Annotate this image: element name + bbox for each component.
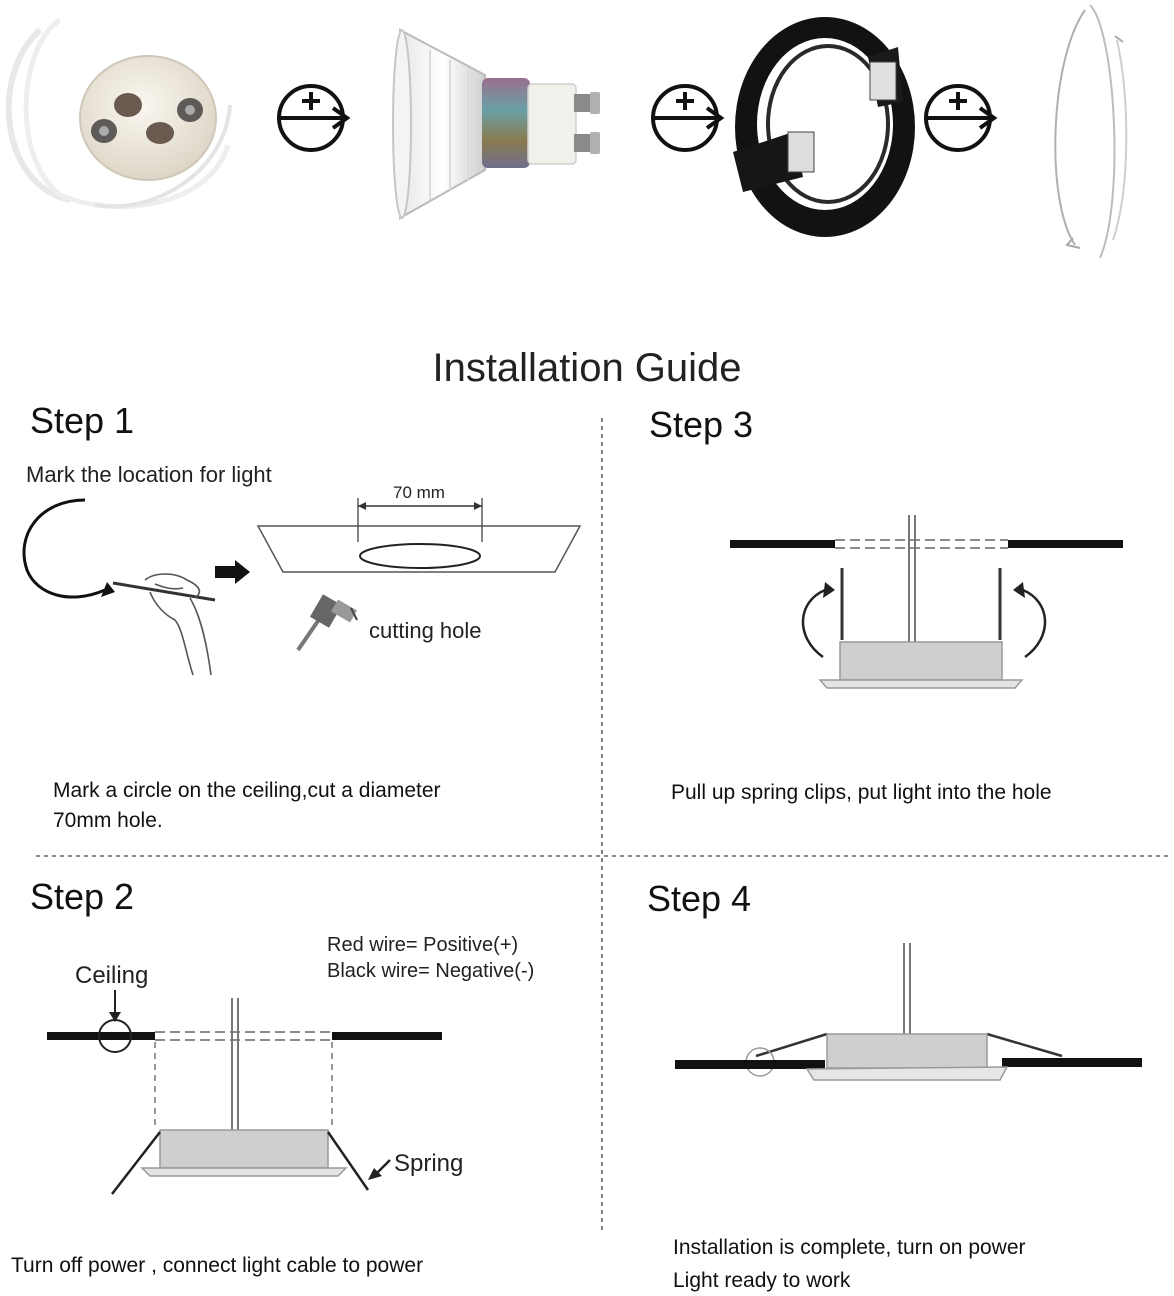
step1-illustration xyxy=(22,498,582,676)
step2-illustration xyxy=(47,990,442,1195)
step3-heading: Step 3 xyxy=(649,404,754,445)
step4-illustration xyxy=(675,943,1142,1081)
page-title: Installation Guide xyxy=(432,346,742,390)
plus-arrow-icon xyxy=(924,84,998,152)
hand-pencil-icon xyxy=(112,573,216,676)
recessed-frame-icon xyxy=(733,17,915,237)
wire-red-label: Red wire= Positive(+) xyxy=(327,934,519,956)
ceiling-label: Ceiling xyxy=(75,962,149,989)
step3-illustration xyxy=(730,515,1123,689)
vertical-divider xyxy=(601,418,603,1234)
step1-subtitle: Mark the location for light xyxy=(26,462,272,487)
step4-caption-line1: Installation is complete, turn on power xyxy=(673,1236,1026,1259)
hole-saw-icon xyxy=(296,594,358,652)
step1-caption-line2: 70mm hole. xyxy=(53,809,163,832)
step1-caption-line1: Mark a circle on the ceiling,cut a diame… xyxy=(53,779,441,802)
plus-arrow-icon xyxy=(277,84,351,152)
plus-arrow-icon xyxy=(651,84,725,152)
dimension-label: 70 mm xyxy=(393,483,445,502)
cutting-hole-label: cutting hole xyxy=(369,618,482,643)
gu10-bulb-icon xyxy=(392,28,600,220)
step2-heading: Step 2 xyxy=(30,876,135,917)
retaining-ring-icon xyxy=(1054,4,1128,259)
spring-label: Spring xyxy=(394,1150,464,1177)
step2-caption: Turn off power , connect light cable to … xyxy=(11,1254,424,1277)
step3-caption: Pull up spring clips, put light into the… xyxy=(671,781,1052,804)
wire-black-label: Black wire= Negative(-) xyxy=(327,960,535,982)
step1-heading: Step 1 xyxy=(30,400,135,441)
gu10-socket-icon xyxy=(5,17,232,209)
step4-heading: Step 4 xyxy=(647,878,752,919)
horizontal-divider xyxy=(36,855,1172,857)
step4-caption-line2: Light ready to work xyxy=(673,1269,851,1292)
